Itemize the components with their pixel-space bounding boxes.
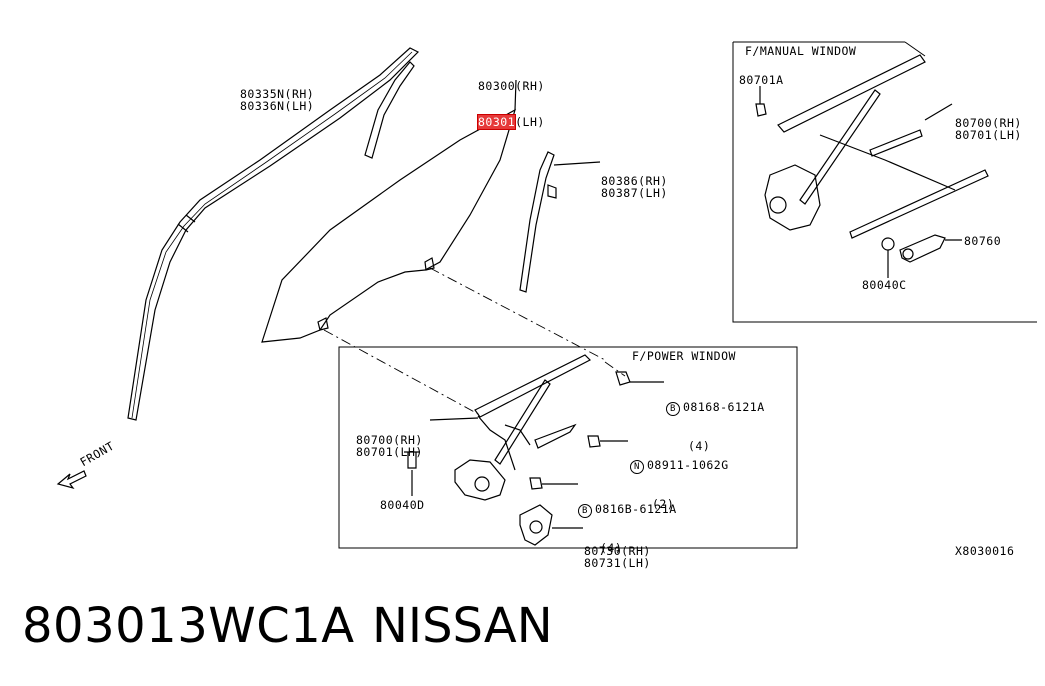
motor-label: 80730(RH)80731(LH) <box>584 544 651 570</box>
diagram-code: X8030016 <box>955 544 1015 558</box>
power-window-title: F/POWER WINDOW <box>632 349 736 363</box>
power-window-box <box>338 346 798 549</box>
guide-lines <box>323 267 626 416</box>
door-glass <box>261 79 517 343</box>
part-number: 803013WC1A <box>22 598 355 654</box>
brand-name: NISSAN <box>372 598 553 654</box>
front-arrow-icon <box>56 470 87 490</box>
power-regulator-label: 80700(RH)80701(LH) <box>356 433 423 459</box>
power-bolt-label: 80040D <box>380 498 425 512</box>
door-moulding <box>127 47 420 421</box>
power-regulator <box>404 354 664 546</box>
highlighted-part-number[interactable]: 80301 <box>476 114 517 130</box>
manual-window-box <box>732 41 1037 323</box>
glass-label[interactable]: 80300(RH) 80301(LH) <box>476 79 545 130</box>
manual-regulator <box>755 54 989 278</box>
moulding-label: 80335N(RH)80336N(LH) <box>240 87 315 113</box>
manual-bolt-label: 80701A <box>739 73 784 87</box>
sash-label: 80386(RH)80387(LH) <box>601 174 668 200</box>
manual-escutcheon-label: 80040C <box>862 278 907 292</box>
manual-handle-label: 80760 <box>964 234 1002 248</box>
manual-regulator-label: 80700(RH)80701(LH) <box>955 116 1022 142</box>
manual-window-title: F/MANUAL WINDOW <box>745 44 857 58</box>
rear-sash <box>519 151 601 293</box>
division-strip <box>364 61 415 159</box>
